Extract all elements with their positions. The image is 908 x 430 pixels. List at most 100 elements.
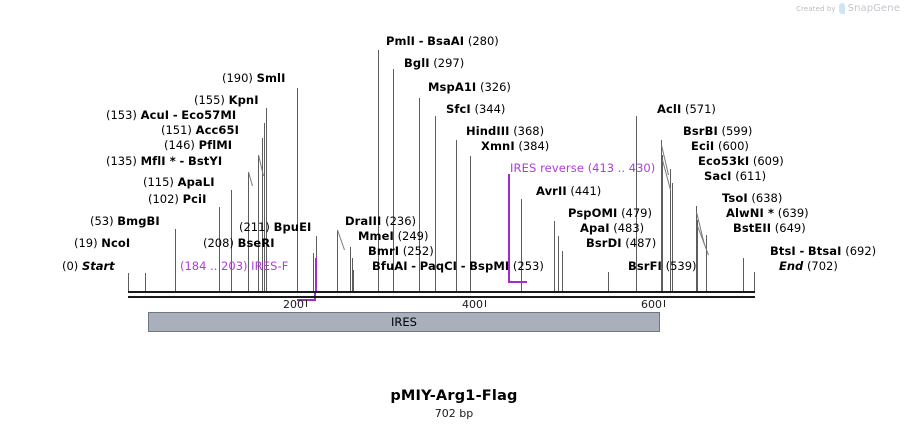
primer-ires-f-connector xyxy=(315,258,317,293)
site-position: (611) xyxy=(735,169,767,183)
feature-ires[interactable]: IRES xyxy=(148,312,660,332)
site-label-bstei[interactable]: BstEII (649) xyxy=(733,222,806,234)
plasmid-size: 702 bp xyxy=(434,407,474,420)
site-label-hindiii[interactable]: HindIII (368) xyxy=(466,125,544,137)
site-label-pspomi[interactable]: PspOMI (479) xyxy=(568,207,652,219)
dna-strand-top xyxy=(128,291,755,293)
site-position: (19) xyxy=(74,236,98,250)
site-name: KpnI xyxy=(228,93,259,107)
site-name: BtsaI xyxy=(807,244,842,258)
ruler-tick-200 xyxy=(306,300,307,307)
site-name: XmnI xyxy=(481,139,515,153)
site-label-ncoi[interactable]: (19) NcoI xyxy=(74,237,130,249)
site-label-bsrbi[interactable]: BsrBI (599) xyxy=(683,125,752,137)
site-label-bsrfi[interactable]: BsrFI (539) xyxy=(628,260,697,272)
site-position: (368) xyxy=(513,124,545,138)
site-name: End xyxy=(779,259,804,273)
site-name: PaqCI xyxy=(419,259,458,273)
site-label-avrii[interactable]: AvrII (441) xyxy=(536,185,601,197)
site-label-apai[interactable]: ApaI (483) xyxy=(580,222,644,234)
site-label-bmri[interactable]: BmrI (252) xyxy=(368,245,434,257)
site-label-apali[interactable]: (115) ApaLI xyxy=(143,176,215,188)
site-position: (0) xyxy=(62,259,79,273)
site-name: BglI xyxy=(404,56,430,70)
site-name: Start xyxy=(81,259,115,273)
site-label-bsrdi[interactable]: BsrDI (487) xyxy=(586,237,656,249)
site-label-pcii[interactable]: (102) PciI xyxy=(148,193,206,205)
site-name: Acc65I xyxy=(195,123,240,137)
site-position: (253) xyxy=(512,259,544,273)
site-name: BsrBI xyxy=(683,124,718,138)
primer-range: (413 .. 430) xyxy=(587,161,656,175)
site-name: BsaAI xyxy=(427,34,465,48)
site-position: (600) xyxy=(717,139,749,153)
site-position: (487) xyxy=(625,236,657,250)
ruler-tick-600 xyxy=(664,300,665,307)
site-label-acc65i[interactable]: (151) Acc65I xyxy=(161,124,239,136)
site-label-kpni[interactable]: (155) KpnI xyxy=(194,94,259,106)
site-name: ApaLI xyxy=(177,175,215,189)
site-label-sfci[interactable]: SfcI (344) xyxy=(446,103,505,115)
site-label-bfuai-paqci-bspmi[interactable]: BfuAI - PaqCI - BspMI (253) xyxy=(372,260,544,272)
site-label-end[interactable]: End (702) xyxy=(779,260,838,272)
site-name: ApaI xyxy=(580,221,610,235)
site-label-pflmi[interactable]: (146) PflMI xyxy=(164,139,232,151)
site-label-pmli-bsaai[interactable]: PmlI - BsaAI (280) xyxy=(386,35,499,47)
site-label-alwni[interactable]: AlwNI * (639) xyxy=(726,207,809,219)
site-name: BtsI xyxy=(770,244,796,258)
site-label-eco53ki[interactable]: Eco53kI (609) xyxy=(698,155,784,167)
site-name: BstEII xyxy=(733,221,772,235)
site-label-start[interactable]: (0) Start xyxy=(62,260,115,272)
site-label-bseri[interactable]: (208) BseRI xyxy=(203,237,275,249)
site-label-ecii[interactable]: EciI (600) xyxy=(691,140,749,152)
site-label-saci[interactable]: SacI (611) xyxy=(704,170,766,182)
site-label-bmgbi[interactable]: (53) BmgBI xyxy=(90,215,160,227)
site-position: (384) xyxy=(518,139,550,153)
site-label-mmei[interactable]: MmeI (249) xyxy=(358,230,429,242)
site-position: (638) xyxy=(751,191,783,205)
site-label-smli[interactable]: (190) SmlI xyxy=(222,72,285,84)
dna-strand-bottom xyxy=(128,296,755,298)
site-name: AvrII xyxy=(536,184,567,198)
site-position: (297) xyxy=(433,56,465,70)
site-label-draiii[interactable]: DraIII (236) xyxy=(345,215,416,227)
primer-ires-reverse-connector xyxy=(508,174,510,282)
watermark-brand-text: SnapGene xyxy=(847,3,900,14)
site-label-mfli-bstyi[interactable]: (135) MflI * - BstYI xyxy=(106,155,222,167)
site-position: (190) xyxy=(222,71,253,85)
site-name: Eco53kI xyxy=(698,154,750,168)
site-label-xmni[interactable]: XmnI (384) xyxy=(481,140,549,152)
primer-label-ires-reverse[interactable]: IRES reverse (413 .. 430) xyxy=(510,162,655,174)
site-label-mspa1i[interactable]: MspA1I (326) xyxy=(428,81,511,93)
primer-ires-reverse-arrow xyxy=(508,281,527,283)
site-position: (115) xyxy=(143,175,174,189)
ruler-label-400: 400 xyxy=(462,298,483,311)
site-position: (441) xyxy=(570,184,602,198)
site-label-btsi-btsai[interactable]: BtsI - BtsaI (692) xyxy=(770,245,876,257)
site-name: AlwNI * xyxy=(726,206,775,220)
site-position: (479) xyxy=(621,206,652,220)
site-position: (249) xyxy=(397,229,429,243)
site-position: (280) xyxy=(467,34,499,48)
site-name: HindIII xyxy=(466,124,510,138)
site-name: SfcI xyxy=(446,102,471,116)
site-position: (326) xyxy=(479,80,511,94)
ruler-label-200: 200 xyxy=(283,298,304,311)
snapgene-watermark: Created by SnapGene xyxy=(796,3,900,14)
site-label-bgli[interactable]: BglI (297) xyxy=(404,57,464,69)
site-label-bpuei[interactable]: (211) BpuEI xyxy=(239,221,311,233)
watermark-created-by-text: Created by xyxy=(796,4,836,13)
site-name: AclI xyxy=(657,102,682,116)
site-name: Eco57MI xyxy=(181,108,237,122)
primer-label-ires-f[interactable]: (184 .. 203) IRES-F xyxy=(180,260,288,272)
site-name: MflI * xyxy=(140,154,176,168)
site-label-acli[interactable]: AclI (571) xyxy=(657,103,716,115)
site-label-acui-eco57mi[interactable]: (153) AcuI - Eco57MI xyxy=(106,109,236,121)
site-name: DraIII xyxy=(345,214,382,228)
primer-name: IRES reverse xyxy=(510,161,585,175)
dna-backbone[interactable] xyxy=(128,291,755,298)
snapgene-bookmark-icon xyxy=(838,3,845,14)
site-name: MmeI xyxy=(358,229,394,243)
site-position: (571) xyxy=(685,102,716,116)
site-label-tsoi[interactable]: TsoI (638) xyxy=(722,192,782,204)
